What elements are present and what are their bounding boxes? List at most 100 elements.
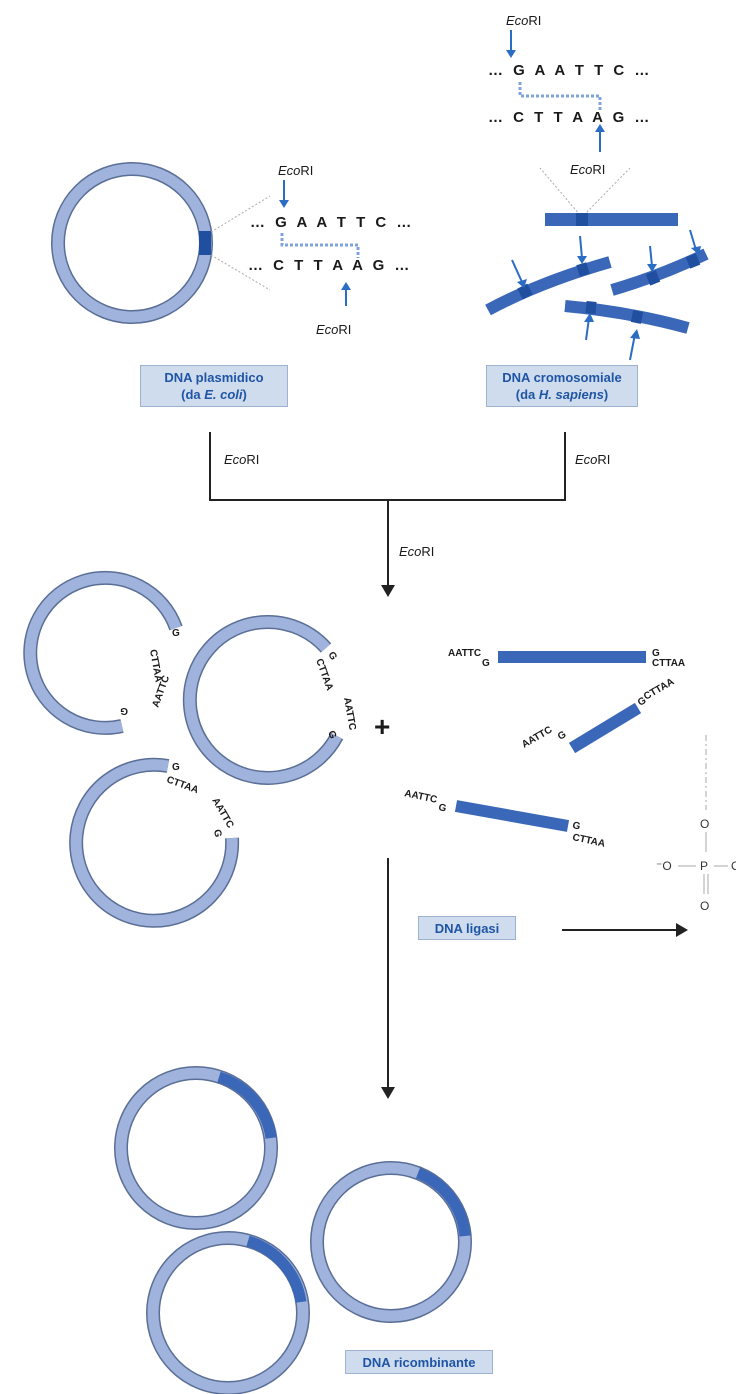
- oxygen-bottom: O: [700, 899, 709, 913]
- sticky-g: G: [172, 762, 180, 773]
- plasmid-dna-label: DNA plasmidico (da E. coli): [140, 365, 288, 407]
- inserted-dna: [415, 1167, 471, 1237]
- recombinant-plasmids: [114, 1066, 472, 1394]
- stagger-cut-line: [518, 82, 602, 110]
- sticky-cttaa: CTTAA: [642, 677, 676, 703]
- sticky-g: G: [120, 705, 128, 716]
- phosphodiester-group: O ⁻O P O O: [656, 735, 736, 913]
- plus-sign: +: [374, 711, 390, 742]
- chromosome-fragment: [564, 300, 690, 334]
- cut-arrow-head: [506, 50, 516, 58]
- cut-arrow-head: [595, 124, 605, 132]
- plasmid-ecori-site: [199, 231, 211, 255]
- sticky-g: G: [211, 829, 223, 839]
- sticky-g: G: [325, 729, 338, 740]
- plasmid-bottom-strand: … C T T A A G …: [248, 257, 412, 274]
- plasmid-ring: [52, 163, 212, 323]
- ecori-site-mark: [517, 283, 533, 300]
- sticky-cttaa: CTTAA: [571, 832, 606, 850]
- ecori-label-center: EcoRI: [399, 544, 434, 559]
- plasmid-top-strand: … G A A T T C …: [250, 214, 414, 231]
- cut-fragments: AATTC G G CTTAA AATTC G G CTTAA AATTC G …: [403, 648, 685, 850]
- oxygen-minus: ⁻O: [656, 859, 672, 873]
- recombinant-ring: [311, 1162, 471, 1322]
- sticky-g: G: [652, 648, 660, 659]
- sticky-aattc: AATTC: [403, 788, 438, 806]
- down-arrow-head: [381, 1087, 395, 1099]
- plasmid-label-line2: (da E. coli): [181, 387, 247, 402]
- ecori-label-plasmid-bottom: EcoRI: [316, 322, 351, 337]
- zoom-line: [210, 195, 271, 233]
- site-arrow-head: [577, 256, 587, 264]
- right-arrow-head: [676, 923, 688, 937]
- sticky-g: G: [571, 820, 581, 832]
- sticky-g: G: [172, 628, 180, 639]
- plasmid-label-line1: DNA plasmidico: [164, 370, 264, 385]
- ecori-site-mark: [576, 213, 588, 226]
- ecori-label-bottom: EcoRI: [570, 162, 605, 177]
- chromosome-fragment: [485, 256, 612, 316]
- linear-fragment: [568, 702, 642, 754]
- site-arrow: [579, 235, 583, 259]
- recombinant-dna-label: DNA ricombinante: [345, 1350, 493, 1374]
- sticky-aattc: AATTC: [448, 648, 481, 659]
- chromosome-fragment: [545, 213, 678, 226]
- site-arrow-head: [630, 329, 640, 339]
- ecori-label-top: EcoRI: [506, 13, 541, 28]
- ecori-label-plasmid-top: EcoRI: [278, 163, 313, 178]
- bottom-strand-seq: … C T T A A G …: [488, 109, 652, 126]
- top-strand-seq: … G A A T T C …: [488, 62, 652, 79]
- cut-arrow-head: [279, 200, 289, 208]
- sticky-aattc: AATTC: [520, 725, 554, 751]
- zoom-line: [210, 254, 271, 291]
- inserted-dna: [217, 1071, 277, 1139]
- linear-fragment: [454, 800, 570, 832]
- sticky-g: G: [325, 650, 339, 662]
- open-plasmid: [24, 572, 182, 734]
- sticky-cttaa: CTTAA: [313, 657, 335, 692]
- chromosomal-label-line2: (da H. sapiens): [515, 387, 609, 402]
- open-plasmid: [184, 616, 342, 784]
- inserted-dna: [246, 1235, 307, 1303]
- site-arrow-head: [691, 246, 701, 255]
- cut-plasmids: G CTTAA AATTC G G CTTAA AATTC G G CTTAA …: [23, 570, 358, 928]
- ecori-site-mark: [630, 310, 644, 324]
- ecori-label-left: EcoRI: [224, 452, 259, 467]
- site-arrow: [689, 229, 697, 251]
- phosphorus: P: [700, 859, 708, 873]
- digest-bracket: EcoRI EcoRI EcoRI: [209, 432, 610, 597]
- chromosomal-label-line1: DNA cromosomiale: [502, 370, 622, 385]
- oxygen-right: O: [731, 859, 736, 873]
- cut-arrow-head: [341, 282, 351, 290]
- open-plasmid: [70, 759, 238, 927]
- chromosomal-site-group: EcoRI … G A A T T C … … C T T A A G … Ec…: [485, 13, 709, 361]
- sticky-g: G: [482, 658, 490, 669]
- site-arrow: [511, 259, 523, 283]
- ecori-label-right: EcoRI: [575, 452, 610, 467]
- sticky-g: G: [437, 802, 447, 814]
- down-arrow-head: [381, 585, 395, 597]
- sticky-aattc: AATTC: [209, 796, 235, 830]
- recombinant-ring: [115, 1067, 277, 1229]
- sticky-g: G: [556, 729, 568, 743]
- sticky-aattc: AATTC: [341, 697, 358, 732]
- zoom-line: [583, 167, 631, 216]
- site-arrow-head: [517, 279, 527, 288]
- dna-ligase-label: DNA ligasi: [418, 916, 516, 940]
- linear-fragment: [498, 651, 646, 663]
- chromosomal-dna-label: DNA cromosomiale (da H. sapiens): [486, 365, 638, 407]
- ecori-site-mark: [645, 270, 661, 286]
- oxygen-top: O: [700, 817, 709, 831]
- recombinant-ring: [147, 1232, 309, 1394]
- sticky-cttaa: CTTAA: [165, 774, 200, 796]
- ecori-site-mark: [576, 262, 590, 277]
- ecori-site-mark: [685, 253, 701, 269]
- site-arrow: [649, 245, 653, 267]
- site-arrow-head: [584, 313, 594, 322]
- stagger-cut-line: [280, 233, 360, 258]
- plasmid-group: EcoRI … G A A T T C … … C T T A A G … Ec…: [51, 162, 414, 337]
- sticky-cttaa: CTTAA: [652, 658, 685, 669]
- ecori-site-mark: [585, 301, 597, 314]
- site-arrow-head: [647, 264, 657, 272]
